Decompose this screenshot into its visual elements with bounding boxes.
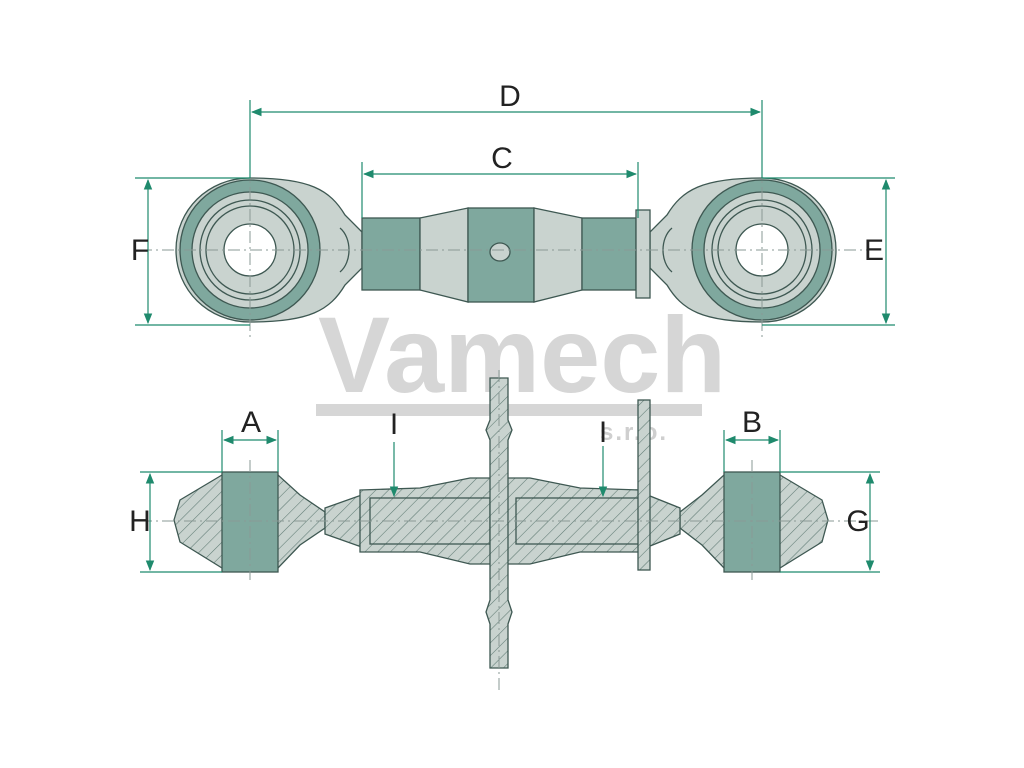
- tommy-bar: [485, 377, 513, 669]
- section-view: [140, 370, 880, 690]
- dim-label-a: A: [241, 406, 261, 439]
- dim-label-e: E: [864, 234, 884, 267]
- watermark-brand: Vamech: [318, 294, 726, 415]
- turnbuckle-body: [361, 207, 651, 303]
- dim-label-f: F: [131, 234, 149, 267]
- top-center-lines: [140, 165, 880, 340]
- right-ball-section: [679, 471, 829, 573]
- dim-label-i-right: I: [599, 416, 607, 449]
- dim-label-b: B: [742, 406, 762, 439]
- dim-label-d: D: [499, 80, 521, 113]
- dimension-labels: D C F E A B H G I I: [129, 80, 884, 538]
- dimension-lines: [135, 100, 895, 573]
- lock-plate: [637, 399, 651, 571]
- section-center-lines: [140, 370, 880, 690]
- dim-label-i-left: I: [390, 408, 398, 441]
- dim-label-g: G: [846, 505, 869, 538]
- watermark-underline: [316, 404, 702, 416]
- watermark-sub: s.r.o.: [600, 419, 668, 446]
- dim-label-h: H: [129, 505, 151, 538]
- watermark: Vamech s.r.o.: [316, 294, 726, 446]
- top-view: [140, 165, 880, 340]
- dim-label-c: C: [491, 142, 513, 175]
